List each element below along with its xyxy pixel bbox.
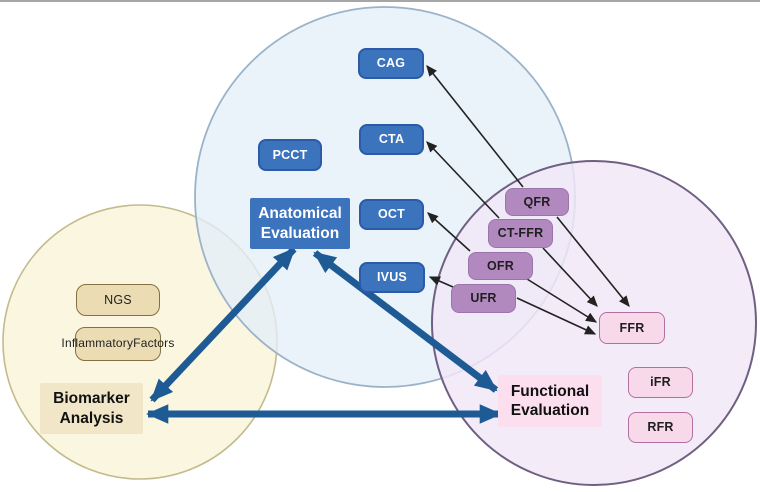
banner-anatomical-evaluation: Anatomical Evaluation bbox=[250, 198, 350, 249]
box-inflammatory-factors: Inflammatory Factors bbox=[61, 327, 174, 361]
box-cta: CTA bbox=[359, 124, 424, 155]
box-ngs: NGS bbox=[76, 284, 160, 316]
banner-biomarker-analysis: Biomarker Analysis bbox=[40, 383, 143, 434]
arrow-ofr-to-oct bbox=[427, 212, 471, 252]
anatomical-line1: Anatomical bbox=[258, 205, 342, 223]
box-cag: CAG bbox=[358, 48, 424, 79]
banner-functional-evaluation: Functional Evaluation bbox=[498, 375, 602, 427]
arrow-ctffr-to-ffr bbox=[542, 247, 598, 307]
box-ffr: FFR bbox=[599, 312, 665, 344]
box-ct-ffr: CT-FFR bbox=[488, 219, 553, 248]
arrow-qfr-to-cag bbox=[426, 64, 524, 188]
box-ifr: iFR bbox=[628, 367, 693, 398]
arrow-biomarker-anatomical bbox=[149, 246, 297, 403]
arrow-ctffr-to-cta bbox=[426, 141, 500, 219]
arrow-ufr-to-ffr bbox=[516, 297, 597, 335]
arrow-qfr-to-ffr bbox=[556, 216, 630, 307]
box-ivus: IVUS bbox=[359, 262, 425, 293]
inflammatory-line2: Factors bbox=[133, 336, 175, 351]
inflammatory-line1: Inflammatory bbox=[61, 336, 134, 351]
arrow-anatomical-functional bbox=[312, 250, 499, 393]
page-top-border bbox=[0, 0, 760, 2]
biomarker-line2: Analysis bbox=[59, 409, 124, 427]
biomarker-line1: Biomarker bbox=[53, 390, 130, 408]
box-oct: OCT bbox=[359, 199, 424, 230]
anatomical-line2: Evaluation bbox=[260, 224, 340, 242]
box-qfr: QFR bbox=[505, 188, 569, 216]
arrow-ofr-to-ffr bbox=[526, 278, 598, 323]
box-ufr: UFR bbox=[451, 284, 516, 313]
functional-line1: Functional bbox=[510, 382, 590, 400]
circle-functional bbox=[431, 160, 757, 486]
functional-line2: Evaluation bbox=[510, 402, 590, 419]
box-rfr: RFR bbox=[628, 412, 693, 443]
box-pcct: PCCT bbox=[258, 139, 322, 171]
box-ofr: OFR bbox=[468, 252, 533, 280]
